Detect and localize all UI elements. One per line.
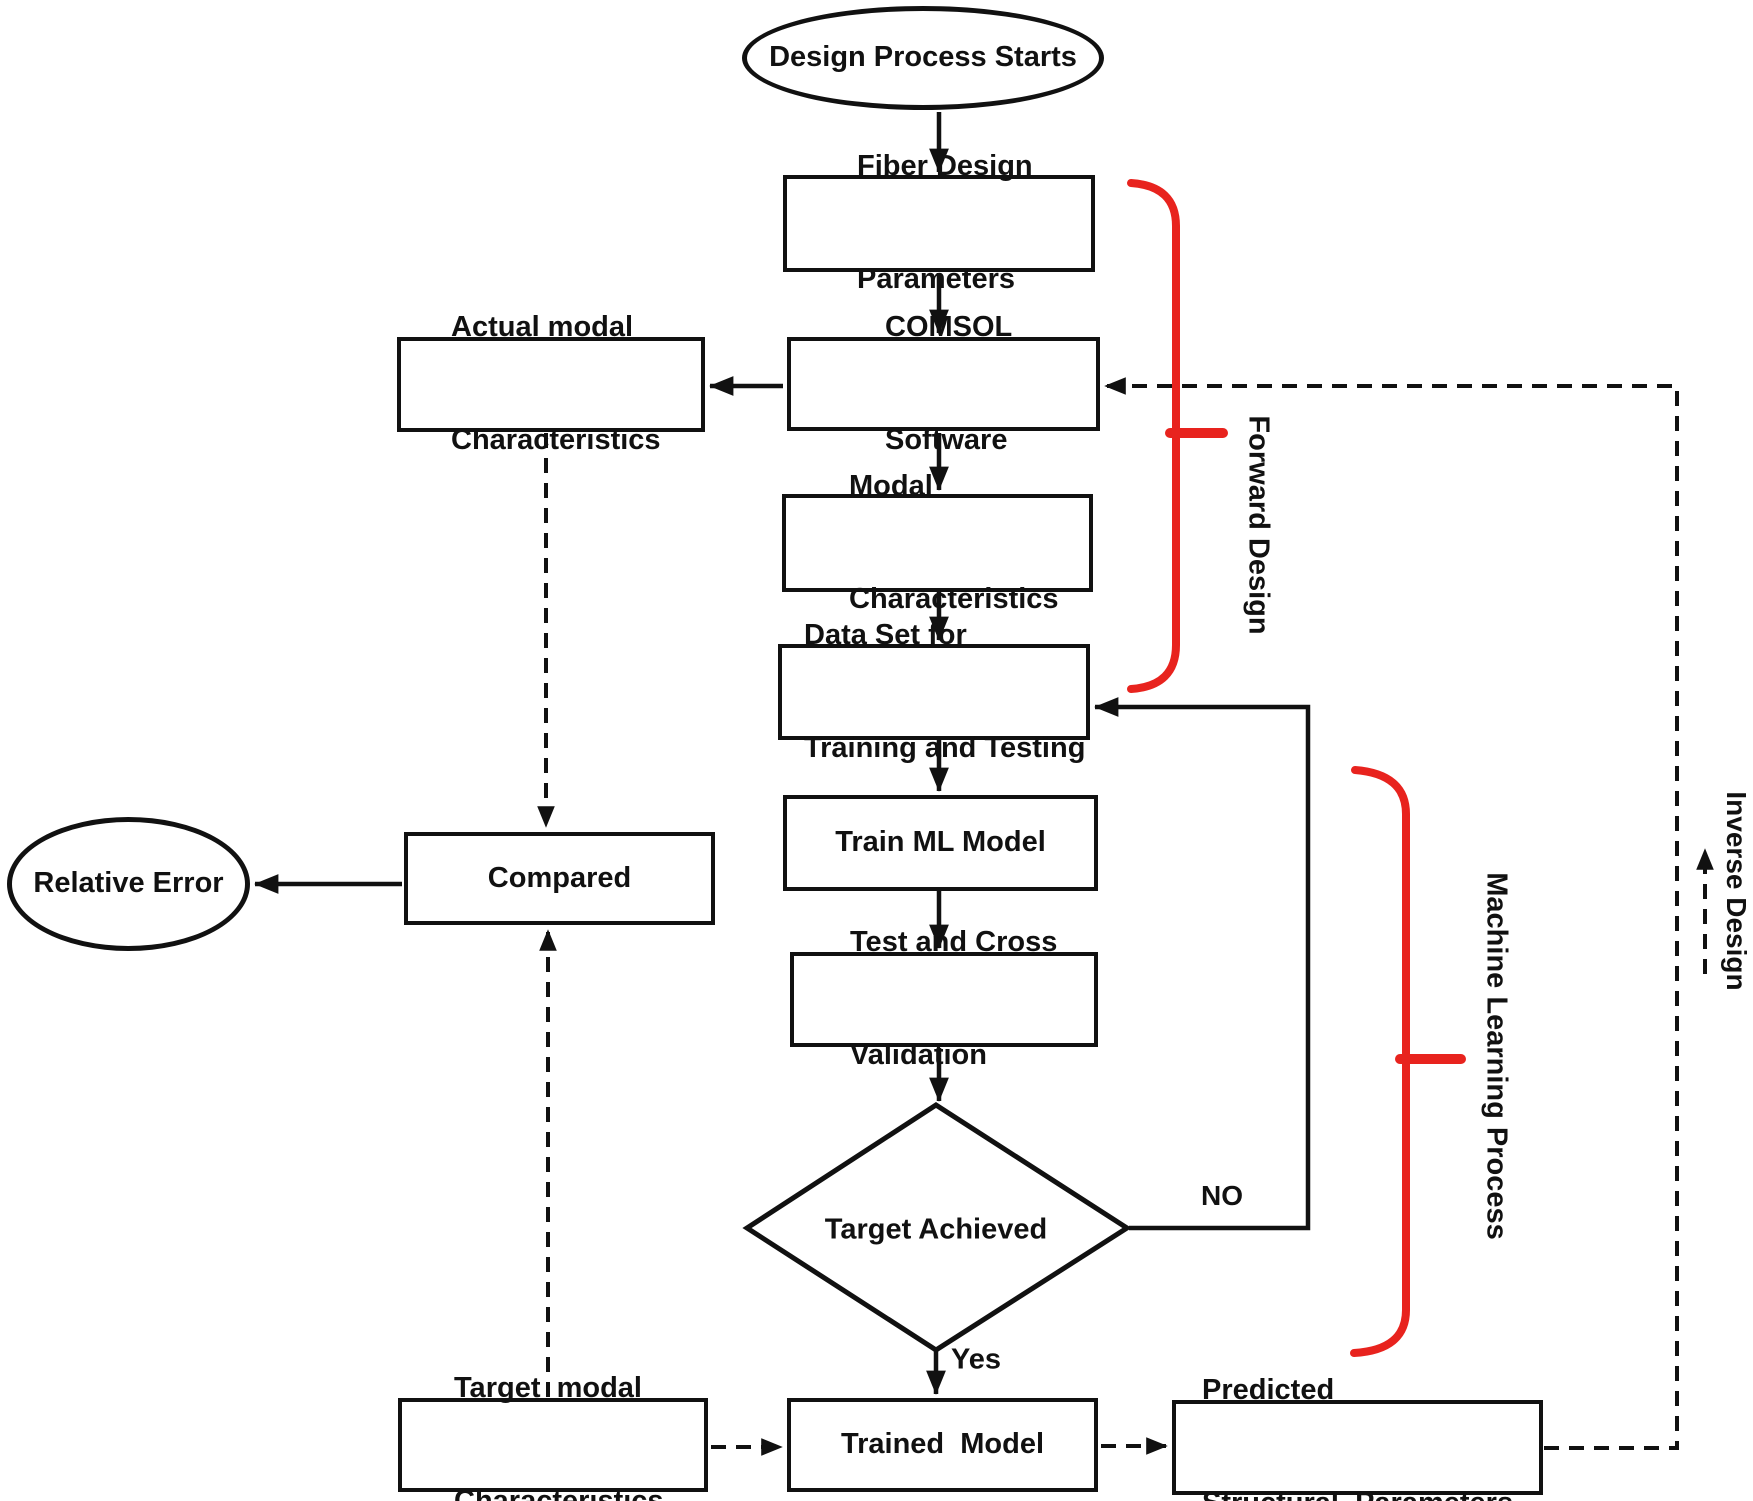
target-modal-line1: Target modal [454,1371,642,1404]
actual-line1: Actual modal [451,311,634,344]
flow-node-fiber-label: Fiber Design Parameters [857,73,1033,375]
flow-node-relative-error-label: Relative Error [33,867,224,900]
dataset-line1: Data Set for [804,618,967,651]
machine-learning-brace [1350,766,1410,1357]
flow-node-fiber-design-parameters: Fiber Design Parameters [783,150,1095,295]
comsol-line1: COMSOL [885,310,1013,343]
forward-design-brace [1127,179,1180,693]
flow-node-actual-modal-characteristics: Actual modal Characteristics [397,311,705,456]
side-label-machine-learning-process: Machine Learning Process [1480,872,1513,1240]
flow-node-train-label: Train ML Model [835,826,1046,859]
flow-node-compared: Compared [404,832,715,925]
predicted-line2: Structural Parameters [1202,1485,1513,1501]
side-label-inverse-design: Inverse Design [1721,791,1752,991]
flow-node-predicted-label: Predicted Structural Parameters [1202,1297,1513,1501]
edge-label-yes: Yes [951,1343,1001,1376]
test-line2: Validation [850,1039,987,1072]
flow-node-dataset-label: Data Set for Training and Testing [804,541,1085,843]
predicted-line1: Predicted [1202,1374,1335,1407]
flow-node-predicted-structural-parameters: Predicted Structural Parameters [1172,1374,1543,1501]
flow-node-train-ml-model: Train ML Model [783,795,1098,891]
dashed-arrow-inverse-to-comsol [1104,377,1679,1450]
flow-node-modal-characteristics: Modal Characteristics [782,470,1093,615]
decision-diamond-label: Target Achieved [824,1213,1048,1246]
actual-line2: Characteristics [451,424,661,457]
flow-node-compared-label: Compared [487,861,632,894]
flow-node-actual-label: Actual modal Characteristics [451,234,661,536]
comsol-line2: Software [885,423,1008,456]
flow-node-comsol-software: COMSOL Software [787,311,1100,456]
fiber-line1: Fiber Design [857,150,1033,183]
flow-node-comsol-label: COMSOL Software [885,233,1012,535]
modal-line1: Modal [849,469,933,502]
flow-node-start-label: Design Process Starts [769,41,1077,74]
flow-node-target-modal-label: Target modal Characteristics [454,1294,664,1501]
flow-node-relative-error: Relative Error [7,817,250,951]
side-label-forward-design: Forward Design [1242,415,1275,635]
arrow-no-feedback-to-dataset [1094,697,1311,1231]
flow-node-trained-model: Trained Model [787,1398,1098,1492]
test-line1: Test and Cross [850,926,1058,959]
modal-line2: Characteristics [849,582,1059,615]
flow-node-modal-label: Modal Characteristics [849,392,1059,694]
target-modal-line2: Characteristics [454,1484,664,1501]
dataset-line2: Training and Testing [804,731,1086,764]
flow-node-test-cross-validation: Test and Cross Validation [790,926,1098,1071]
flow-node-target-modal-characteristics: Target modal Characteristics [398,1372,708,1501]
fiber-line2: Parameters [857,263,1015,296]
flow-node-start: Design Process Starts [742,6,1104,110]
flow-node-test-label: Test and Cross Validation [850,849,1057,1151]
edge-label-no: NO [1201,1180,1243,1211]
flow-node-dataset: Data Set for Training and Testing [778,619,1090,764]
flow-node-trained-label: Trained Model [840,1428,1045,1461]
